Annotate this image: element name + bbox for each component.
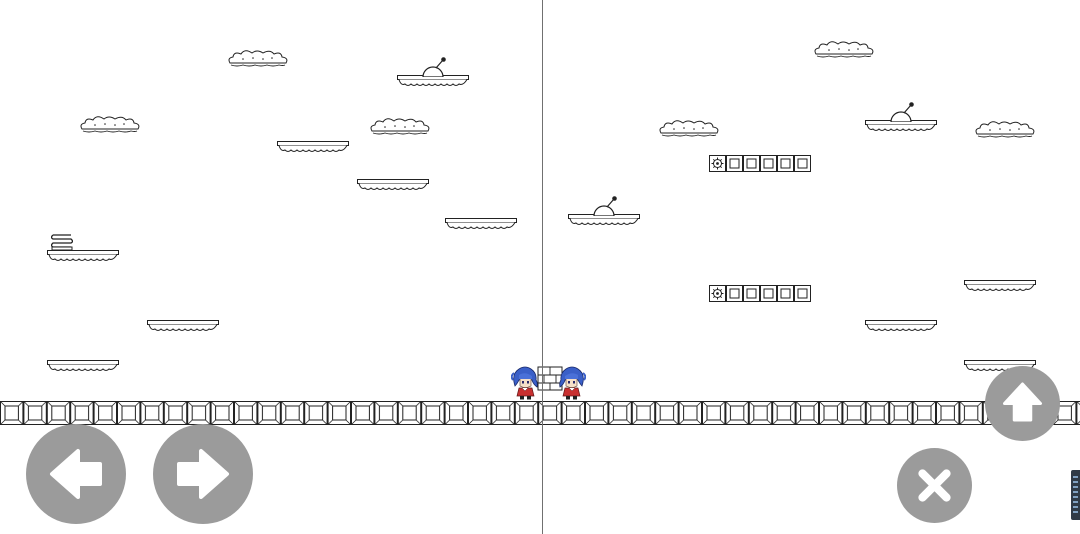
arrow-right-icon: [177, 449, 229, 499]
close-button[interactable]: [897, 448, 972, 523]
stone-block-icon: [726, 285, 743, 302]
cloud-platform-icon: [47, 360, 119, 371]
level-meter-icon: [1071, 470, 1080, 520]
gear-block-icon: [709, 285, 726, 302]
player-1-sprite: [511, 366, 539, 400]
stone-block-icon: [794, 285, 811, 302]
arrow-left-icon: [50, 449, 102, 499]
cloud-icon: [659, 120, 719, 137]
move-left-button[interactable]: [26, 424, 126, 524]
jump-button[interactable]: [985, 366, 1060, 441]
cloud-platform-icon: [865, 320, 937, 331]
player-2-sprite: [558, 366, 586, 400]
spring-icon: [51, 234, 73, 251]
cloud-platform-icon: [357, 179, 429, 190]
cloud-platform-icon: [277, 141, 349, 152]
split-screen-divider: [542, 0, 543, 534]
cloud-platform-icon: [147, 320, 219, 331]
stone-block-icon: [760, 285, 777, 302]
cloud-icon: [975, 121, 1035, 138]
cloud-platform-icon: [445, 218, 517, 229]
cloud-icon: [80, 116, 140, 133]
cloud-icon: [370, 118, 430, 135]
cloud-icon: [814, 41, 874, 58]
stone-block-icon: [777, 285, 794, 302]
move-right-button[interactable]: [153, 424, 253, 524]
cloud-icon: [228, 50, 288, 67]
cloud-platform-icon: [47, 250, 119, 261]
stone-block-icon: [743, 285, 760, 302]
gear-block-row: [709, 155, 811, 172]
lever-icon: [422, 57, 447, 77]
arrow-up-icon: [1003, 382, 1042, 422]
close-icon: [918, 469, 951, 502]
stone-block-icon: [777, 155, 794, 172]
lever-icon: [593, 196, 618, 216]
ground-strip: [0, 401, 1080, 425]
stone-block-icon: [760, 155, 777, 172]
cloud-platform-icon: [964, 280, 1036, 291]
stone-block-icon: [743, 155, 760, 172]
stone-block-icon: [794, 155, 811, 172]
lever-icon: [890, 102, 915, 122]
stone-block-icon: [726, 155, 743, 172]
gear-block-icon: [709, 155, 726, 172]
gear-block-row: [709, 285, 811, 302]
